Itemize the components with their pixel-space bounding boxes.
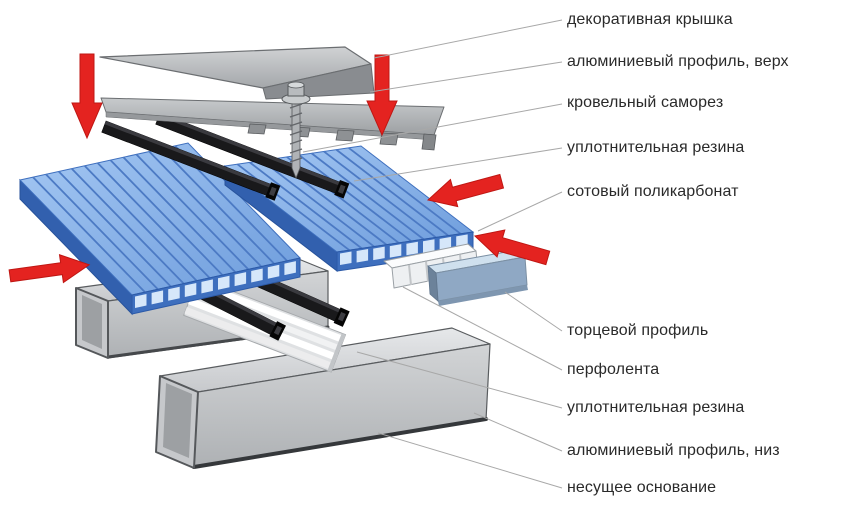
- end-profile-part: [427, 249, 528, 306]
- panel-rib: [45, 173, 159, 290]
- support-base-front: [155, 327, 491, 469]
- panel-rib: [249, 161, 363, 250]
- panel-cell: [284, 261, 296, 276]
- leader-line-aluminum-profile-top: [369, 61, 563, 93]
- leader-line-cellular-polycarbonate: [477, 191, 563, 232]
- leader-line-sealing-rubber-top: [353, 147, 563, 182]
- panel-rib: [161, 148, 275, 265]
- leader-lines: [302, 19, 563, 489]
- panel-cell: [135, 294, 147, 308]
- panel-rib: [109, 159, 224, 276]
- panel-cell: [423, 239, 435, 253]
- panel-rib: [83, 165, 198, 282]
- panel-rib: [135, 153, 249, 271]
- panel-cell: [389, 244, 402, 258]
- aluminum-profile-top-part: [100, 97, 445, 151]
- decorative-cap-part: [99, 46, 375, 100]
- panel-cell: [201, 279, 213, 294]
- panel-cell: [184, 283, 197, 298]
- panel-cell: [267, 264, 280, 279]
- panel-rib: [71, 167, 185, 285]
- panel-cell: [234, 272, 247, 287]
- polycarbonate-panel-left: [19, 142, 301, 316]
- panel-rib: [32, 176, 146, 293]
- panel-cell: [168, 286, 180, 301]
- leader-line-roofing-screw: [302, 103, 563, 153]
- panel-rib: [122, 156, 237, 273]
- roofing-screw-part: [281, 81, 311, 180]
- panel-cell: [251, 268, 263, 283]
- panel-cell: [406, 241, 418, 256]
- leader-line-sealing-rubber-bottom: [356, 351, 563, 409]
- panel-cell: [373, 246, 385, 261]
- down-arrow-icon-right: [366, 54, 398, 137]
- leader-line-supporting-base: [377, 432, 563, 489]
- right-arrow-icon: [8, 254, 91, 284]
- sealing-rubber-top-left: [101, 120, 281, 201]
- panel-cell: [218, 275, 230, 290]
- panel-cell: [439, 236, 452, 251]
- leader-line-perforated-tape: [402, 286, 563, 371]
- down-arrow-icon-left: [71, 53, 103, 140]
- leader-line-decorative-cap: [373, 19, 563, 59]
- panel-cell: [356, 249, 369, 263]
- panel-rib: [261, 159, 375, 248]
- left-arrow-icon-upper: [426, 173, 505, 208]
- panel-rib: [96, 162, 211, 279]
- panel-cell: [151, 290, 164, 305]
- panel-rib: [323, 150, 437, 239]
- panel-cell: [340, 251, 352, 265]
- leader-line-end-profile: [504, 291, 563, 332]
- panel-rib: [58, 170, 172, 288]
- leader-line-aluminum-profile-bottom: [473, 412, 563, 452]
- left-arrow-icon-lower: [473, 229, 551, 266]
- panel-rib: [148, 150, 262, 268]
- panel-rib: [310, 152, 425, 240]
- panel-rib: [348, 147, 462, 235]
- panel-rib: [298, 154, 412, 242]
- panel-rib: [335, 148, 449, 237]
